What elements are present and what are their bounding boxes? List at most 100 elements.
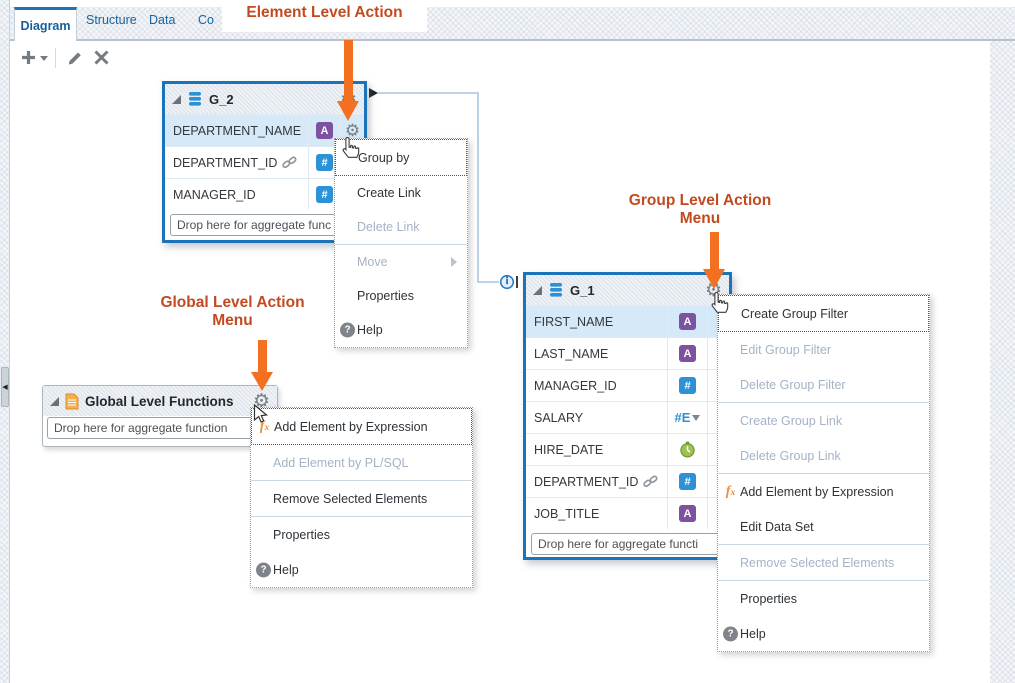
link-icon bbox=[643, 475, 658, 488]
menu-item-delete-group-link: Delete Group Link bbox=[718, 438, 929, 473]
tab-structure[interactable]: Structure bbox=[86, 13, 137, 27]
field-row[interactable]: HIRE_DATE bbox=[526, 433, 729, 465]
menu-item-label: Properties bbox=[357, 289, 414, 303]
help-icon: ? bbox=[256, 562, 271, 577]
menu-separator bbox=[718, 473, 929, 474]
edit-button[interactable] bbox=[66, 48, 85, 72]
menu-item-label: Delete Group Link bbox=[740, 448, 841, 463]
field-row[interactable]: MANAGER_ID # bbox=[526, 369, 729, 401]
menu-item-label: Group by bbox=[358, 150, 410, 165]
global-functions-box[interactable]: Global Level Functions ⚙ Drop here for a… bbox=[42, 385, 278, 447]
help-icon: ? bbox=[340, 322, 355, 338]
element-action-menu: Group by Create Link Delete Link Move Pr… bbox=[334, 138, 468, 348]
tab-diagram[interactable]: Diagram bbox=[14, 7, 77, 41]
group-box-g2[interactable]: G_2 ⚙ DEPARTMENT_NAME A ⚙ DEPARTMENT_ID … bbox=[162, 81, 367, 243]
plus-icon bbox=[22, 51, 35, 64]
field-row[interactable]: LAST_NAME A bbox=[526, 337, 729, 369]
field-row[interactable]: DEPARTMENT_ID # bbox=[526, 465, 729, 497]
number-type-icon: # bbox=[316, 154, 333, 171]
g2-aggregate-drop-zone[interactable]: Drop here for aggregate func bbox=[170, 214, 359, 236]
menu-item-label: Help bbox=[273, 562, 299, 577]
aggregate-caret-icon[interactable] bbox=[692, 414, 701, 421]
menu-item-properties[interactable]: Properties bbox=[251, 517, 472, 552]
menu-item-help[interactable]: ?Help bbox=[251, 552, 472, 587]
global-box-title: Global Level Functions bbox=[85, 393, 234, 409]
collapse-triangle-icon[interactable] bbox=[50, 396, 59, 406]
field-row[interactable]: JOB_TITLE A bbox=[526, 497, 729, 529]
field-row[interactable]: MANAGER_ID # bbox=[165, 178, 364, 210]
tab-label: Diagram bbox=[20, 18, 71, 33]
menu-item-label: Remove Selected Elements bbox=[273, 491, 428, 506]
add-button[interactable] bbox=[20, 49, 37, 71]
menu-separator bbox=[251, 480, 472, 481]
tab-data[interactable]: Data bbox=[149, 13, 176, 27]
aggregate-number-icon: #E bbox=[674, 410, 691, 425]
menu-item-help[interactable]: ?Help bbox=[718, 616, 929, 651]
number-type-icon: # bbox=[316, 186, 333, 203]
canvas-right-gutter bbox=[990, 41, 1015, 683]
field-row[interactable]: SALARY #E bbox=[526, 401, 729, 433]
field-name: FIRST_NAME bbox=[534, 314, 614, 329]
menu-item-properties[interactable]: Properties bbox=[718, 581, 929, 616]
group-g1-header[interactable]: G_1 ⚙ bbox=[526, 275, 729, 305]
menu-item-label: Edit Group Filter bbox=[740, 342, 832, 357]
annotation-element-level-action: Element Level Action bbox=[246, 4, 403, 21]
menu-item-label: Create Group Filter bbox=[741, 306, 848, 321]
menu-item-remove-selected-elements[interactable]: Remove Selected Elements bbox=[251, 481, 472, 516]
annotation-group-level-action-menu: Group Level Action Menu bbox=[628, 192, 772, 227]
menu-item-label: Remove Selected Elements bbox=[740, 555, 895, 570]
menu-item-create-group-filter[interactable]: Create Group Filter bbox=[718, 295, 929, 332]
field-row[interactable]: FIRST_NAME A bbox=[526, 305, 729, 337]
menu-item-properties[interactable]: Properties bbox=[335, 279, 467, 313]
number-type-icon: # bbox=[679, 377, 696, 394]
menu-item-label: Create Group Link bbox=[740, 413, 843, 428]
g1-aggregate-drop-zone[interactable]: Drop here for aggregate functi bbox=[531, 533, 724, 555]
label-backing bbox=[222, 0, 427, 32]
field-name: JOB_TITLE bbox=[534, 506, 600, 521]
text-type-icon: A bbox=[679, 505, 696, 522]
text-type-icon: A bbox=[316, 122, 333, 139]
group-g2-header[interactable]: G_2 ⚙ bbox=[165, 84, 364, 114]
tab-code[interactable]: Co bbox=[198, 13, 214, 27]
menu-separator bbox=[251, 516, 472, 517]
field-name: MANAGER_ID bbox=[534, 378, 617, 393]
text-type-icon: A bbox=[679, 345, 696, 362]
add-dropdown-caret-icon[interactable] bbox=[40, 56, 48, 61]
menu-item-delete-link: Delete Link bbox=[335, 210, 467, 244]
collapse-triangle-icon[interactable] bbox=[172, 94, 181, 104]
menu-item-edit-data-set[interactable]: Edit Data Set bbox=[718, 509, 929, 544]
pencil-icon bbox=[68, 52, 81, 65]
menu-item-create-link[interactable]: Create Link bbox=[335, 176, 467, 210]
menu-item-label: Edit Data Set bbox=[740, 519, 814, 534]
submenu-arrow-icon bbox=[451, 257, 457, 267]
menu-item-label: Delete Group Filter bbox=[740, 377, 846, 392]
element-gear-icon[interactable]: ⚙ bbox=[344, 121, 361, 140]
field-row[interactable]: DEPARTMENT_NAME A ⚙ bbox=[165, 114, 364, 146]
menu-item-help[interactable]: ?Help bbox=[335, 313, 467, 347]
panel-splitter[interactable]: ◀ bbox=[1, 367, 9, 407]
field-name: HIRE_DATE bbox=[534, 442, 604, 457]
collapse-triangle-icon[interactable] bbox=[533, 285, 542, 295]
group-box-g1[interactable]: G_1 ⚙ FIRST_NAME A LAST_NAME A MANAGER_I… bbox=[523, 272, 732, 560]
menu-item-create-group-link: Create Group Link bbox=[718, 403, 929, 438]
field-row[interactable]: DEPARTMENT_ID # bbox=[165, 146, 364, 178]
dataset-icon bbox=[189, 92, 201, 106]
menu-item-label: Help bbox=[740, 626, 766, 641]
menu-item-edit-group-filter: Edit Group Filter bbox=[718, 332, 929, 367]
tab-bar bbox=[10, 7, 1015, 41]
global-box-header[interactable]: Global Level Functions ⚙ bbox=[43, 386, 277, 416]
menu-item-group-by[interactable]: Group by bbox=[335, 139, 467, 176]
date-type-icon bbox=[680, 441, 695, 458]
menu-separator bbox=[718, 580, 929, 581]
menu-separator bbox=[718, 402, 929, 403]
field-name: MANAGER_ID bbox=[173, 187, 256, 202]
global-aggregate-drop-zone[interactable]: Drop here for aggregate function bbox=[47, 417, 273, 439]
field-name: SALARY bbox=[534, 410, 584, 425]
group-action-menu: Create Group Filter Edit Group Filter De… bbox=[717, 294, 930, 652]
menu-item-label: Create Link bbox=[357, 186, 421, 200]
delete-button[interactable] bbox=[93, 49, 110, 71]
